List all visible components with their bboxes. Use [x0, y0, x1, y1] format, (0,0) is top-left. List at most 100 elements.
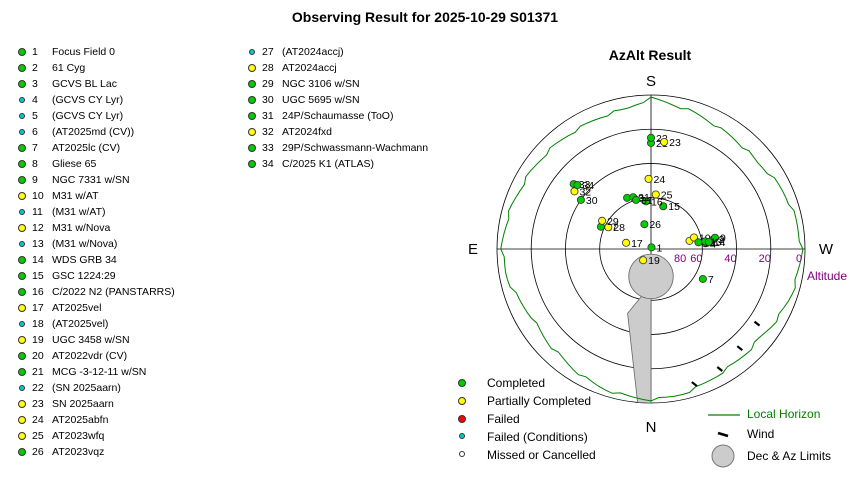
status-dot	[18, 336, 26, 344]
data-point-label: 16	[651, 196, 663, 208]
status-dot	[248, 144, 256, 152]
altitude-tick-label: 20	[759, 253, 771, 265]
plot-title: AzAlt Result	[609, 47, 692, 63]
data-point	[631, 195, 640, 204]
target-id: 32	[262, 126, 274, 138]
target-id: 12	[32, 222, 44, 234]
wind-mark	[691, 381, 698, 387]
target-name: (SN 2025aarn)	[52, 382, 121, 394]
data-point-label: 14	[714, 237, 726, 249]
target-name: (M31 w/AT)	[52, 206, 106, 218]
status-dot	[18, 64, 26, 72]
data-point	[711, 233, 720, 242]
status-dot	[18, 448, 26, 456]
data-point-label: 34	[582, 180, 594, 192]
target-id: 10	[32, 190, 44, 202]
target-id: 9	[32, 174, 38, 186]
altitude-tick-label: 60	[690, 253, 702, 265]
target-name: 24P/Schaumasse (ToO)	[282, 110, 394, 122]
compass-west: W	[819, 241, 834, 258]
target-id: 13	[32, 238, 44, 250]
target-name: Gliese 65	[52, 158, 97, 170]
legend-partial-label: Partially Completed	[487, 394, 592, 408]
data-point-label: 7	[708, 274, 714, 286]
data-point-label: 26	[649, 219, 661, 231]
target-id: 16	[32, 286, 44, 298]
data-point	[644, 174, 653, 183]
target-name: AT2023vqz	[52, 446, 105, 458]
target-name: AT2024accj	[282, 62, 337, 74]
target-name: 29P/Schwassmann-Wachmann	[282, 142, 429, 154]
data-point	[639, 256, 648, 265]
data-point-label: 23	[669, 137, 681, 149]
local-horizon-line	[500, 96, 804, 402]
compass-east: E	[468, 241, 478, 258]
status-dot	[249, 49, 255, 55]
altitude-tick-label: 80	[674, 253, 686, 265]
target-name: SN 2025aarn	[52, 398, 114, 410]
target-id: 31	[262, 110, 274, 122]
legend-failed-conditions-dot	[459, 433, 465, 439]
status-dot	[18, 48, 26, 56]
target-id: 15	[32, 270, 44, 282]
target-name: AT2025lc (CV)	[52, 142, 121, 154]
target-name: NGC 7331 w/SN	[52, 174, 130, 186]
status-dot	[18, 304, 26, 312]
target-id: 30	[262, 94, 274, 106]
target-id: 19	[32, 334, 44, 346]
status-dot	[18, 416, 26, 424]
data-point-label: 31	[641, 195, 653, 207]
target-id: 2	[32, 62, 38, 74]
target-name: (GCVS CY Lyr)	[52, 110, 124, 122]
altitude-tick-label: 0	[796, 253, 802, 265]
data-point	[641, 197, 650, 206]
status-dot	[248, 80, 256, 88]
legend-missed-label: Missed or Cancelled	[487, 448, 596, 462]
target-name: M31 w/Nova	[52, 222, 111, 234]
target-id: 8	[32, 158, 38, 170]
target-id: 11	[32, 206, 43, 218]
target-id: 14	[32, 254, 44, 266]
data-point-label: 19	[648, 255, 660, 267]
target-id: 21	[32, 366, 44, 378]
legend-failed-dot	[458, 415, 466, 423]
data-point	[622, 238, 631, 247]
target-id: 3	[32, 78, 38, 90]
status-dot	[19, 321, 25, 327]
status-dot	[18, 272, 26, 280]
legend-limits-label: Dec & Az Limits	[747, 449, 832, 463]
data-point	[659, 202, 668, 211]
target-name: MCG -3-12-11 w/SN	[52, 366, 147, 378]
target-name: C/2022 N2 (PANSTARRS)	[52, 286, 175, 298]
data-point	[604, 223, 613, 232]
target-name: UGC 5695 w/SN	[282, 94, 360, 106]
target-id: 33	[262, 142, 274, 154]
legend-limits-swatch	[711, 444, 735, 468]
data-point-label: 24	[654, 174, 666, 186]
data-point	[694, 238, 703, 247]
target-id: 27	[262, 46, 274, 58]
target-name: 61 Cyg	[52, 62, 86, 74]
status-dot	[19, 129, 25, 135]
data-point	[598, 216, 607, 225]
data-point-label: 13	[710, 236, 722, 248]
target-name: GCVS BL Lac	[52, 78, 117, 90]
data-point-label: 4	[710, 238, 716, 250]
legend-completed-dot	[458, 379, 466, 387]
target-name: AT2025abfn	[52, 414, 109, 426]
target-name: (AT2025md (CV))	[52, 126, 135, 138]
target-name: AT2022vdr (CV)	[52, 350, 128, 362]
target-name: Focus Field 0	[52, 46, 116, 58]
status-dot	[19, 97, 25, 103]
data-point	[573, 181, 582, 190]
data-point	[576, 195, 585, 204]
status-dot	[18, 288, 26, 296]
target-id: 25	[32, 430, 44, 442]
target-name: C/2025 K1 (ATLAS)	[282, 158, 375, 170]
target-name: AT2024fxd	[282, 126, 333, 138]
data-point-label: 32	[579, 186, 591, 198]
data-point-label: 25	[661, 189, 673, 201]
target-id: 20	[32, 350, 44, 362]
target-name: WDS GRB 34	[52, 254, 117, 266]
